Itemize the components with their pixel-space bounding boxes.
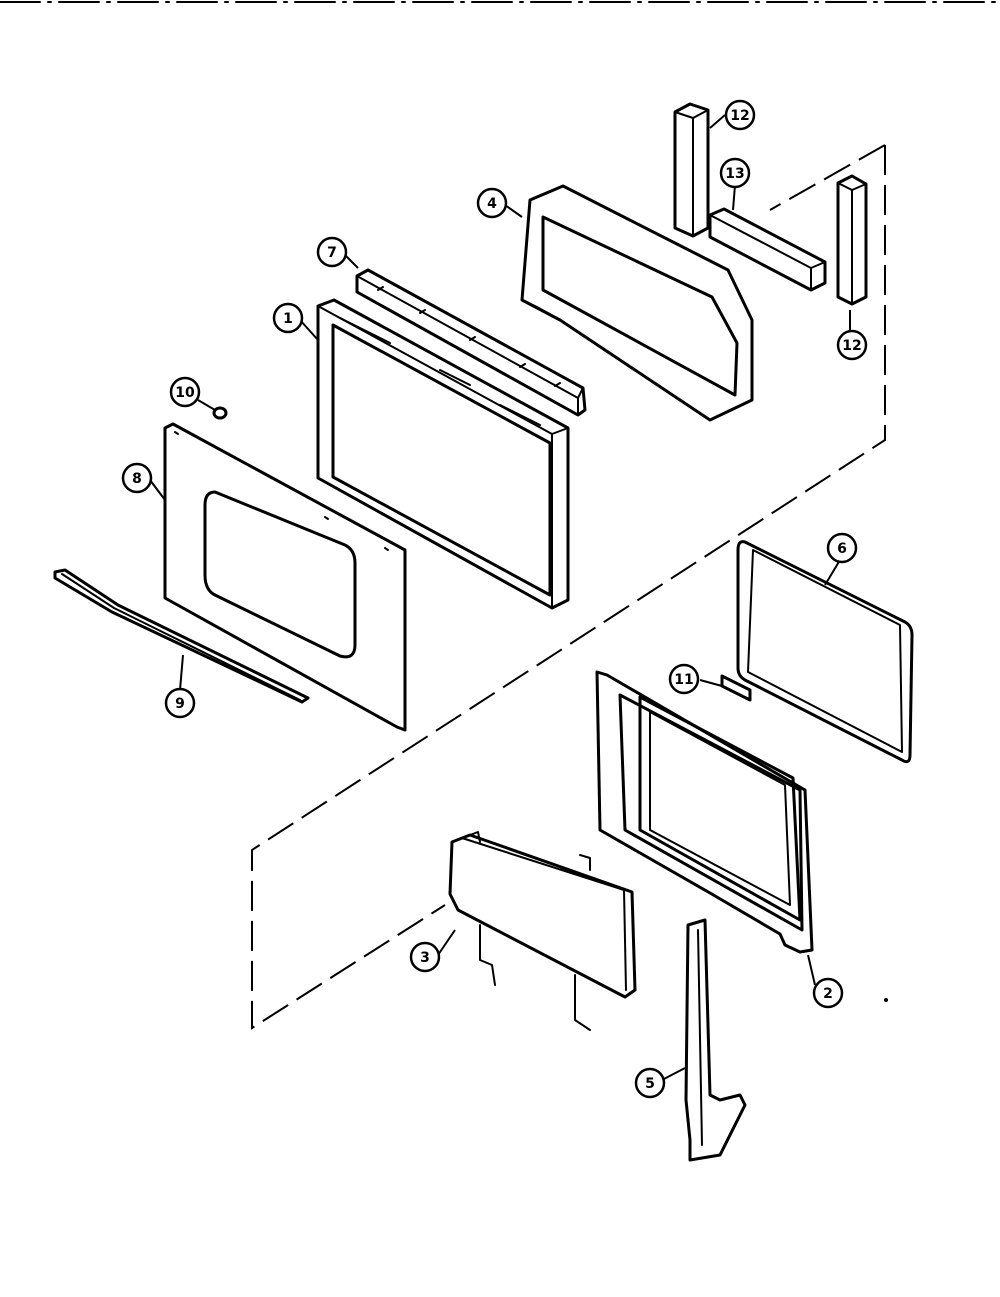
callout-c1: 1 (272, 302, 304, 334)
part-1-inner-door-panel (316, 298, 570, 610)
callout-c6: 6 (826, 532, 858, 564)
callout-number: 5 (645, 1076, 655, 1092)
part-9-door-handle (53, 568, 310, 704)
callout-number: 8 (132, 471, 142, 487)
callout-circle (719, 157, 751, 189)
callout-c2: 2 (812, 977, 844, 1009)
leader-lines (149, 114, 851, 1081)
callout-number: 7 (327, 245, 337, 261)
callout-number: 3 (420, 950, 430, 966)
callout-number: 9 (175, 696, 185, 712)
callout-circle (476, 187, 508, 219)
callout-circle (121, 462, 153, 494)
callout-c8: 8 (121, 462, 153, 494)
callout-circle (826, 532, 858, 564)
callout-c12b: 12 (836, 329, 868, 361)
part-13-spacer-bar (708, 207, 827, 292)
callout-number: 10 (175, 385, 195, 401)
part-6-door-gasket (736, 540, 914, 764)
stray-dot (884, 998, 888, 1002)
callout-number: 12 (730, 108, 749, 124)
callout-circle (724, 99, 756, 131)
callout-circle (164, 687, 196, 719)
callout-c10: 10 (169, 376, 201, 408)
assembly-boundary (251, 144, 886, 1030)
callout-number: 12 (842, 338, 861, 354)
part-12-upper-spacer (673, 102, 710, 238)
callout-circle (812, 977, 844, 1009)
part-8-outer-door-panel (163, 422, 407, 732)
part-7-trim-strip (355, 268, 587, 417)
callout-circle (668, 663, 700, 695)
callout-number: 6 (837, 541, 847, 557)
part-10-screw (212, 406, 228, 420)
callout-c11: 11 (668, 663, 700, 695)
part-11-clip (720, 674, 752, 702)
callout-circle (836, 329, 868, 361)
callout-number: 11 (674, 672, 693, 688)
callout-c5: 5 (634, 1067, 666, 1099)
part-3-glass-assembly (448, 831, 637, 1031)
callout-circle (316, 236, 348, 268)
callout-circle (409, 941, 441, 973)
callout-c13: 13 (719, 157, 751, 189)
callout-number: 1 (283, 311, 293, 327)
part-4-door-frame (520, 184, 754, 422)
callout-circle (272, 302, 304, 334)
callout-circle (634, 1067, 666, 1099)
callout-number: 2 (823, 986, 833, 1002)
callout-c4: 4 (476, 187, 508, 219)
callout-c9: 9 (164, 687, 196, 719)
part-12-lower-spacer (836, 174, 868, 306)
callout-c7: 7 (316, 236, 348, 268)
callout-c12a: 12 (724, 99, 756, 131)
callout-circle (169, 376, 201, 408)
part-2-door-liner (595, 670, 814, 954)
callout-number: 4 (487, 196, 497, 212)
callout-number: 13 (725, 166, 744, 182)
part-5-hinge (684, 918, 747, 1162)
callout-c3: 3 (409, 941, 441, 973)
